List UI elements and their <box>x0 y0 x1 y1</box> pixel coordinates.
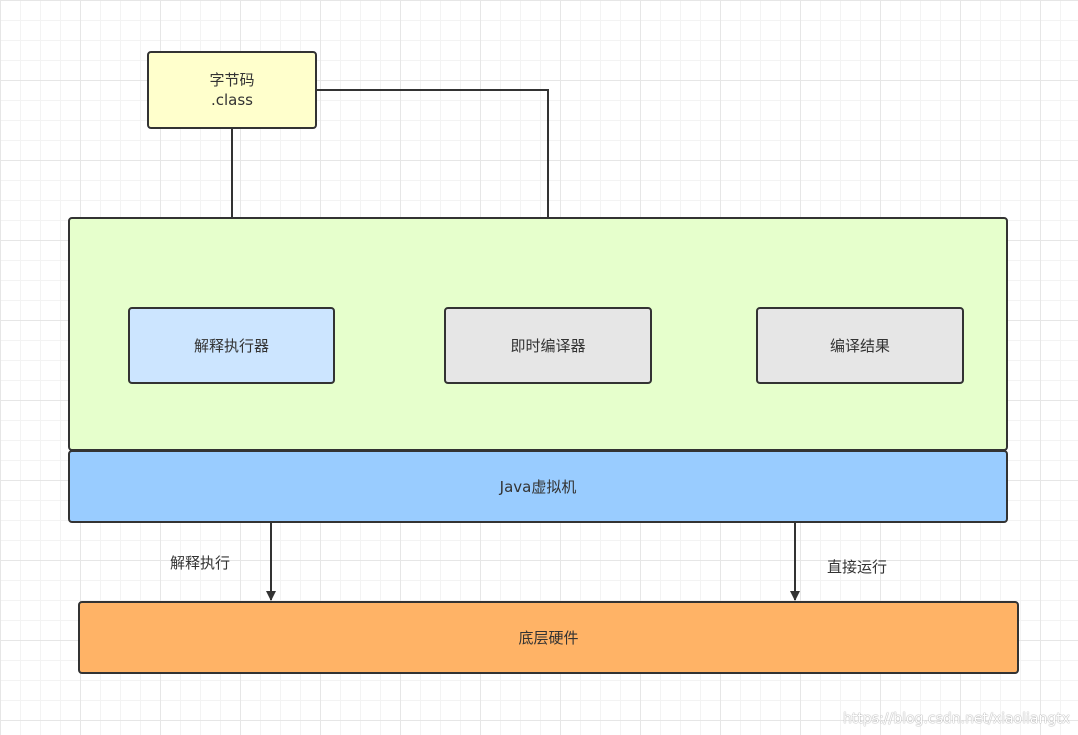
bytecode-extension: .class <box>210 91 253 109</box>
watermark-text: https://blog.csdn.net/xiaoliangtx <box>843 711 1070 727</box>
direct-run-edge-label: 直接运行 <box>827 558 888 576</box>
jvm-node: Java虚拟机 <box>68 450 1008 523</box>
jit-compiler-label: 即时编译器 <box>510 336 586 355</box>
interpret-edge-label: 解释执行 <box>170 554 231 572</box>
interpreter-label: 解释执行器 <box>193 336 269 355</box>
hardware-node: 底层硬件 <box>78 601 1019 674</box>
hardware-label: 底层硬件 <box>518 628 579 647</box>
compile-result-node: 编译结果 <box>756 307 964 384</box>
compile-result-label: 编译结果 <box>829 336 890 355</box>
bytecode-label: 字节码 <box>209 71 255 89</box>
jvm-label: Java虚拟机 <box>499 477 577 496</box>
bytecode-node: 字节码 .class <box>147 51 317 129</box>
interpreter-node: 解释执行器 <box>128 307 335 384</box>
jit-compiler-node: 即时编译器 <box>444 307 652 384</box>
